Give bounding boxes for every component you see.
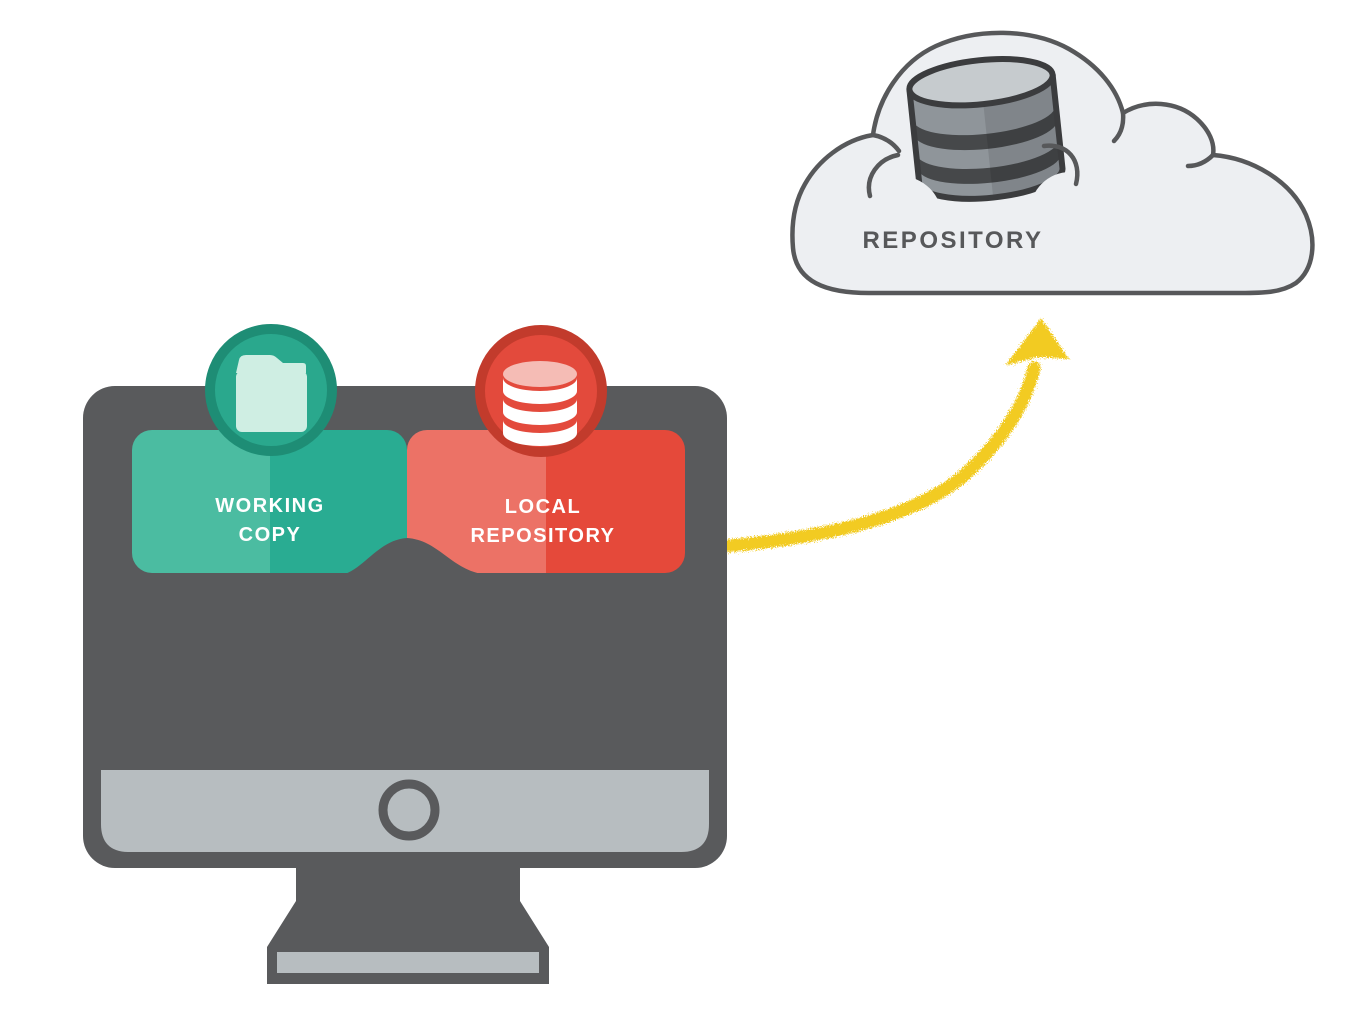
working-copy-badge [205,324,337,456]
cloud-puff-left [858,176,942,260]
working-copy-label-line2: COPY [239,524,302,546]
folder-body [236,371,307,432]
power-button [378,779,440,841]
database-band-2 [503,399,577,425]
folder-icon [236,355,307,432]
folder-tab [236,355,306,373]
database-top [503,361,577,387]
monitor: WORKING COPY LOCAL REPOSITORY [83,386,727,984]
monitor-chin [101,770,709,852]
cloud-curl-left [866,152,901,199]
local-repository-badge [475,325,607,457]
local-repository-label-line2: REPOSITORY [470,525,615,547]
cloud-puff-right [1030,172,1110,252]
database-band-3 [503,420,577,446]
db-band-2 [916,138,1061,184]
cloud-cusp-right [1185,152,1216,169]
local-repository-label-line1: LOCAL [505,496,581,518]
db-top [906,56,1056,109]
bezel-hill [336,538,482,578]
db-band-1 [912,104,1058,151]
cloud-cusp-mid [1111,110,1126,144]
working-copy-label-line1: WORKING [215,495,324,517]
database-icon [503,361,577,446]
arrow-curve [721,361,1041,553]
push-arrow [721,318,1069,553]
working-copy-card-left [132,430,270,573]
cloud-cusp-left [870,132,902,154]
local-repository-card-right [546,430,685,573]
cloud: REPOSITORY [790,30,1315,296]
monitor-stand-base-strip [277,952,539,973]
remote-repository-label: REPOSITORY [862,227,1043,254]
database-band-1 [503,378,577,404]
cloud-curl-right [1041,143,1080,187]
cloud-database-icon [906,56,1066,206]
arrow-head-icon [1005,318,1069,366]
working-copy-card [132,430,407,573]
